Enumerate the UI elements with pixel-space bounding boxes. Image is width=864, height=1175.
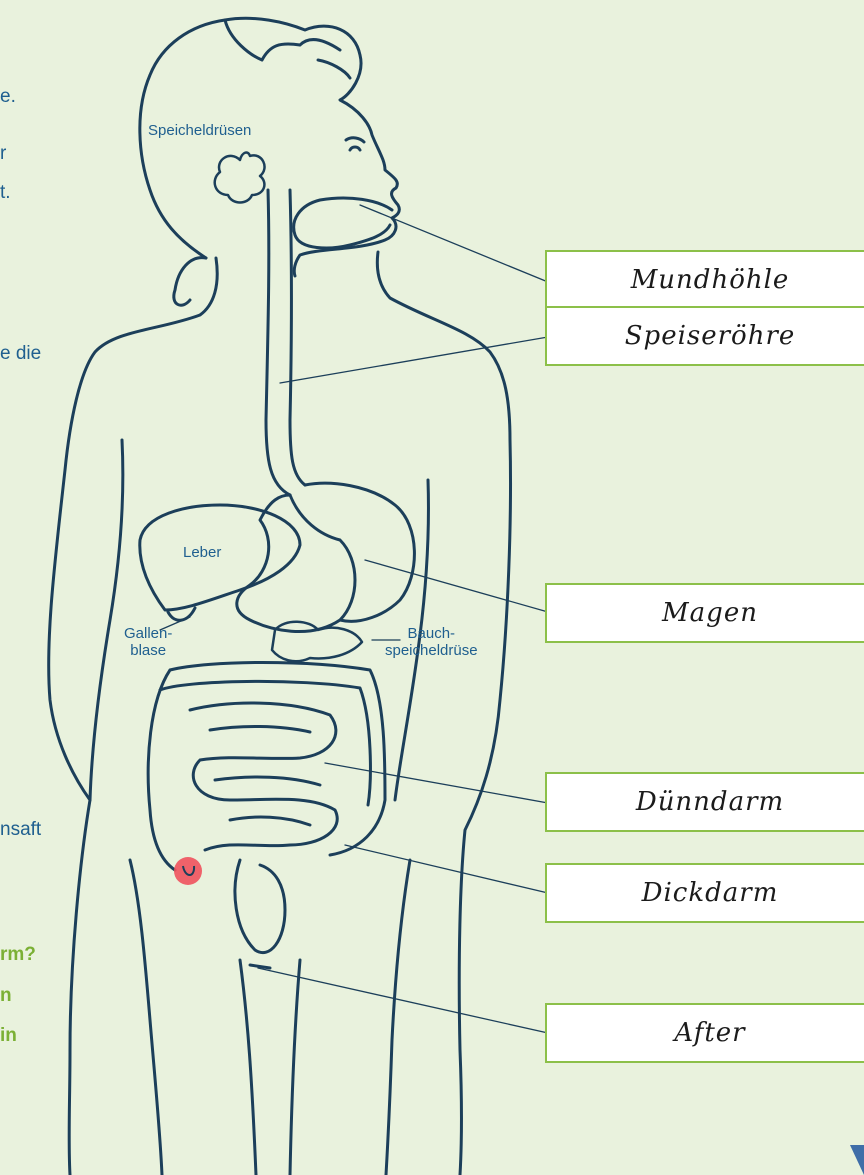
label-salivary-glands: Speicheldrüsen (148, 122, 251, 139)
leader-line (258, 968, 548, 1033)
answer-text: After (674, 1018, 745, 1048)
answer-text: Dünndarm (636, 787, 784, 817)
answer-text: Speiseröhre (625, 321, 796, 351)
answer-box-mundhoehle[interactable]: Mundhöhle (545, 250, 864, 310)
label-pancreas-line1: Bauch- (385, 625, 478, 642)
torso-outline-right (377, 252, 510, 1175)
answer-text: Dickdarm (642, 878, 779, 908)
label-liver: Leber (183, 544, 221, 561)
pancreas (272, 622, 362, 662)
anus (250, 965, 270, 968)
torso-outline (49, 258, 218, 1175)
label-pancreas-line2: speicheldrüse (385, 642, 478, 659)
answer-text: Mundhöhle (631, 265, 790, 295)
label-gall-bladder-line1: Gallen- (124, 625, 172, 642)
answer-box-magen[interactable]: Magen (545, 583, 864, 643)
answer-text: Magen (662, 598, 758, 628)
ear-outline (174, 258, 206, 306)
label-gall-bladder-line2: blase (124, 642, 172, 659)
appendix-highlight (174, 857, 202, 885)
rectum (235, 860, 285, 953)
label-pancreas: Bauch- speicheldrüse (385, 625, 478, 659)
leader-line (280, 337, 548, 383)
large-intestine (148, 663, 385, 871)
corner-mark (850, 1145, 864, 1175)
small-intestine (190, 703, 337, 850)
leader-line (360, 205, 548, 282)
leader-line (345, 845, 548, 893)
answer-box-duenndarm[interactable]: Dünndarm (545, 772, 864, 832)
esophagus (266, 190, 305, 495)
leg-outline (130, 860, 410, 1175)
leader-line (325, 763, 548, 803)
arm-line-left (90, 440, 123, 800)
answer-box-speiseroehre[interactable]: Speiseröhre (545, 306, 864, 366)
mouth-cavity (294, 198, 392, 248)
stomach (237, 483, 415, 631)
leader-line (365, 560, 548, 612)
label-gall-bladder: Gallen- blase (124, 625, 172, 659)
answer-box-after[interactable]: After (545, 1003, 864, 1063)
salivary-gland (215, 153, 265, 203)
answer-box-dickdarm[interactable]: Dickdarm (545, 863, 864, 923)
eye-outline (346, 138, 364, 150)
hair-outline (225, 20, 350, 78)
